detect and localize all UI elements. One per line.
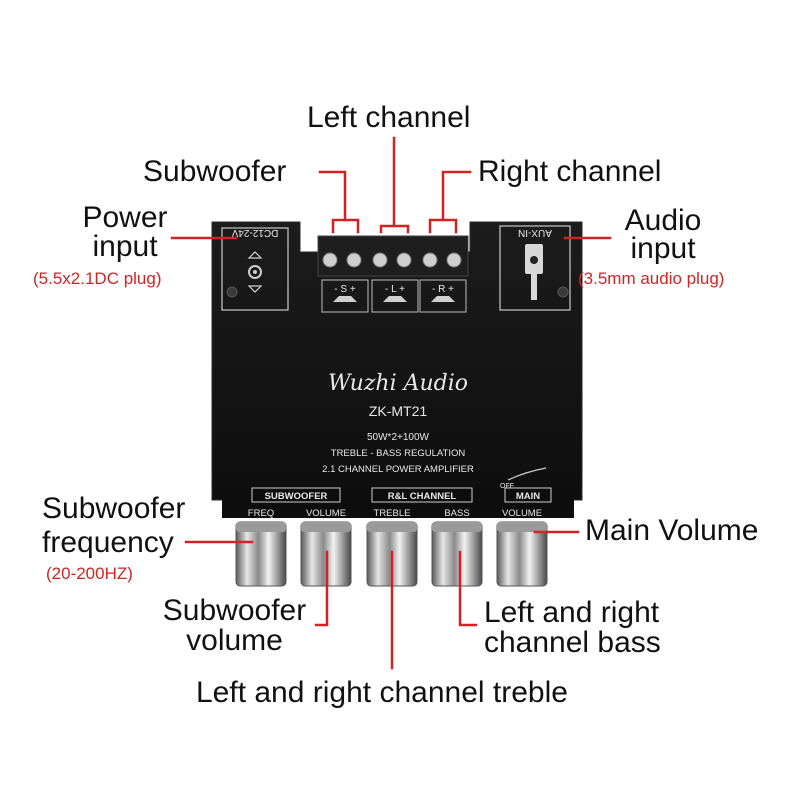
group-label-rl-channel: R&L CHANNEL	[388, 491, 457, 502]
amplifier-board	[211, 221, 583, 518]
regulation-text: TREBLE - BASS REGULATION	[331, 448, 466, 459]
callout-lines	[170, 136, 612, 670]
knob-label-sub-volume: VOLUME	[306, 508, 346, 519]
callout-subwoofer: Subwoofer	[143, 155, 287, 188]
callout-lr-bass-line2: channel bass	[484, 626, 661, 659]
callout-power-input-line2: input	[92, 230, 158, 263]
knob-label-main-volume: VOLUME	[502, 508, 542, 519]
dc-power-panel	[221, 227, 289, 311]
callout-left-channel: Left channel	[307, 101, 471, 134]
terminal-screws	[322, 252, 462, 268]
callout-sub-frequency-note: (20-200HZ)	[46, 564, 133, 583]
knob-label-bass: BASS	[444, 508, 469, 519]
speaker-icon	[383, 296, 407, 302]
subwoofer-frequency-knob[interactable]	[235, 521, 287, 587]
callout-sub-volume-line2: volume	[186, 624, 283, 657]
callout-audio-input-line2: input	[630, 232, 696, 265]
description-text: 2.1 CHANNEL POWER AMPLIFIER	[322, 464, 474, 475]
group-label-subwoofer: SUBWOOFER	[265, 491, 328, 502]
callout-audio-input-line1: Audio	[624, 204, 702, 237]
callout-lr-bass-line1: Left and right	[484, 596, 660, 629]
callout-sub-volume-line1: Subwoofer	[162, 594, 307, 627]
power-spec: 50W*2+100W	[367, 432, 430, 443]
speaker-terminal-block	[317, 235, 469, 313]
bass-knob[interactable]	[431, 521, 483, 587]
aux-label: AUX-IN	[518, 227, 552, 238]
speaker-icon	[333, 296, 357, 302]
main-volume-knob[interactable]	[496, 521, 548, 587]
dc-label: DC12-24V	[231, 227, 278, 238]
callout-main-volume: Main Volume	[585, 514, 759, 547]
screw-icon	[226, 286, 238, 298]
audio-jack-icon	[525, 244, 543, 300]
speaker-icon	[431, 296, 455, 302]
group-label-main: MAIN	[516, 491, 540, 502]
callout-lr-treble: Left and right channel treble	[196, 676, 568, 709]
knob-label-freq: FREQ	[248, 508, 274, 519]
callout-sub-frequency-line2: frequency	[42, 526, 174, 559]
aux-input-panel	[499, 225, 571, 311]
off-label: OFF	[500, 483, 514, 490]
front-panel-frames	[251, 467, 552, 503]
callout-sub-frequency-line1: Subwoofer	[42, 492, 186, 525]
terminal-label-left: - L +	[385, 284, 405, 295]
terminal-label-right: - R +	[432, 284, 454, 295]
callout-power-input-line1: Power	[82, 201, 168, 234]
knob-label-treble: TREBLE	[374, 508, 411, 519]
screw-icon	[557, 286, 569, 298]
callout-right-channel: Right channel	[478, 155, 662, 188]
volume-ramp-icon	[507, 467, 547, 481]
dc-jack-icon	[248, 265, 262, 279]
terminal-label-sub: - S +	[334, 284, 356, 295]
callout-power-input-note: (5.5x2.1DC plug)	[33, 269, 162, 288]
model-number: ZK-MT21	[369, 403, 428, 419]
brand-logo: Wuzhi Audio	[328, 371, 468, 396]
callout-audio-input-note: (3.5mm audio plug)	[578, 269, 725, 288]
